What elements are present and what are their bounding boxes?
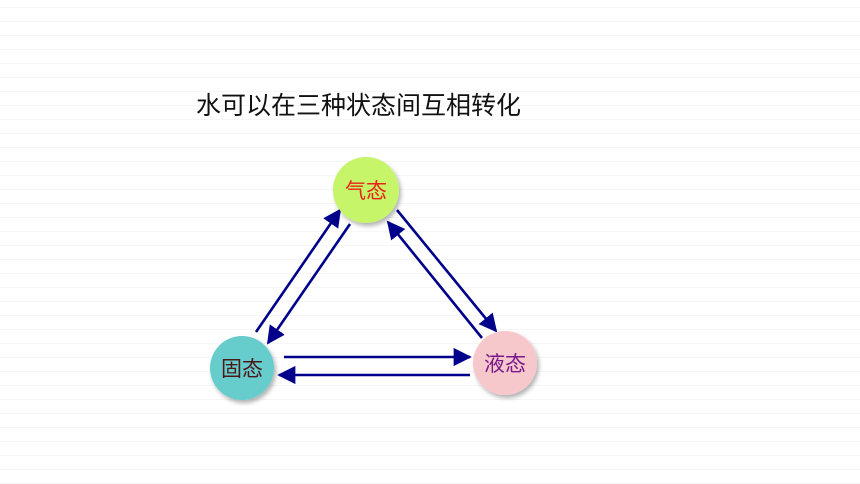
slide-title: 水可以在三种状态间互相转化: [196, 91, 522, 120]
node-gas: 气态: [333, 157, 399, 223]
arrow-gas-to-solid: [266, 223, 352, 345]
arrow-liquid-to-gas: [386, 220, 484, 339]
node-solid-circle: [210, 336, 274, 400]
node-gas-label: 气态: [345, 179, 387, 203]
node-gas-circle: [333, 157, 399, 223]
node-solid: 固态: [210, 336, 274, 400]
arrow-solid-to-gas: [254, 208, 342, 333]
node-liquid: 液态: [473, 331, 537, 395]
node-liquid-circle: [473, 331, 537, 395]
arrow-gas-to-liquid: [395, 209, 498, 333]
node-solid-label: 固态: [221, 357, 263, 381]
node-liquid-label: 液态: [484, 352, 526, 376]
